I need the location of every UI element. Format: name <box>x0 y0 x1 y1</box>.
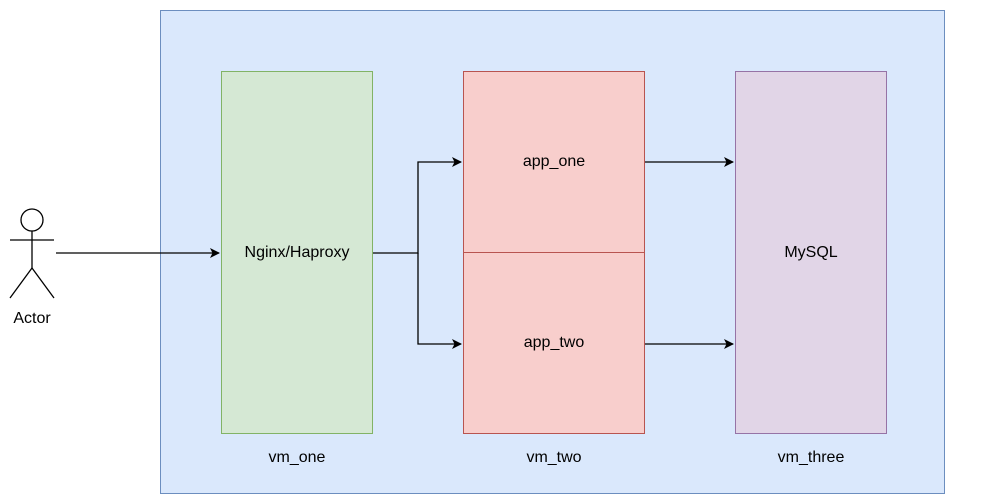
mysql-node: MySQL <box>735 71 887 434</box>
vm-two-label: vm_two <box>526 449 582 466</box>
nginx-haproxy-label: Nginx/Haproxy <box>244 243 350 261</box>
vm-one-label: vm_one <box>268 449 326 466</box>
nginx-haproxy-node: Nginx/Haproxy <box>221 71 373 434</box>
mysql-label: MySQL <box>784 243 838 261</box>
app-one-label: app_one <box>522 153 586 170</box>
actor-label: Actor <box>13 310 51 327</box>
app-two-node: app_two <box>463 252 645 434</box>
actor-icon <box>9 208 55 299</box>
app-one-node: app_one <box>463 71 645 253</box>
app-two-label: app_two <box>523 334 585 351</box>
vm-three-label: vm_three <box>777 449 845 466</box>
